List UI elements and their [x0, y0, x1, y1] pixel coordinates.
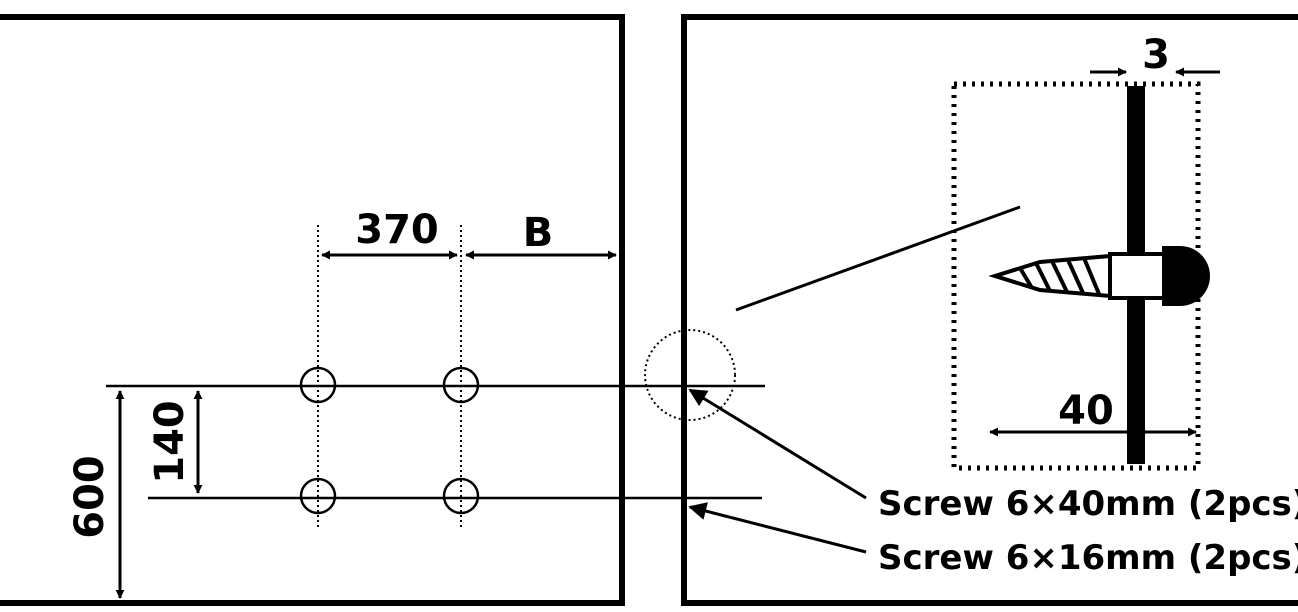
- screw-head: [1162, 246, 1210, 306]
- left-panel: [0, 14, 625, 606]
- dimension-label-40: 40: [1058, 388, 1114, 434]
- dimension-label-3: 3: [1142, 32, 1170, 78]
- screw-detail: [988, 246, 1210, 306]
- callout-label-short-screw: Screw 6×16mm (2pcs): [878, 538, 1298, 578]
- right-panel: [681, 14, 1298, 606]
- dimension-label-600: 600: [67, 455, 113, 539]
- callout-arrow-short-screw: [688, 502, 867, 554]
- screw-hole: [442, 477, 480, 515]
- dimension-label-b: B: [523, 210, 554, 256]
- screw-hole: [442, 366, 480, 404]
- dimension-label-370: 370: [355, 207, 439, 253]
- detail-inset-box: [951, 81, 1201, 471]
- screw-hole: [299, 477, 337, 515]
- dimension-label-140: 140: [147, 400, 193, 484]
- detail-connector-line: [735, 205, 1021, 312]
- screw-hole: [299, 366, 337, 404]
- callout-label-long-screw: Screw 6×40mm (2pcs): [878, 484, 1298, 524]
- callout-arrow-long-screw: [688, 388, 867, 500]
- screw-shank: [1108, 252, 1166, 300]
- detail-highlight-circle: [644, 329, 736, 421]
